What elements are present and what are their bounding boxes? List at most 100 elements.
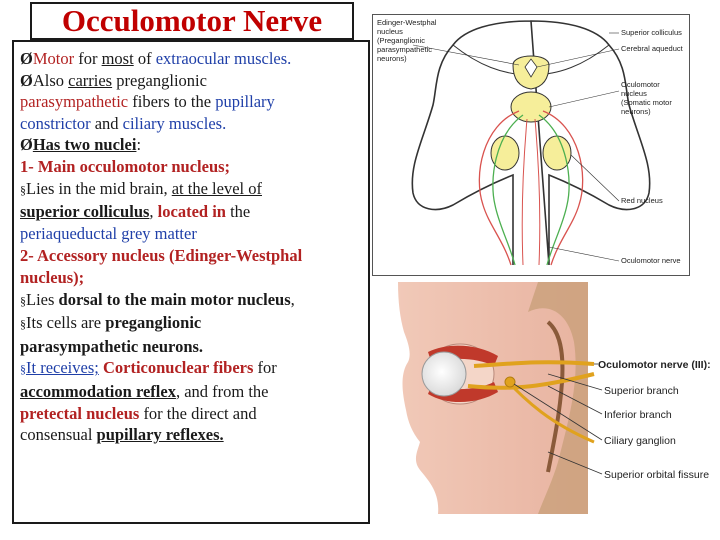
text: pretectal nucleus [20,403,140,423]
text: the [225,202,251,222]
square-bullet-icon: § [20,182,26,197]
oculomotor-nucleus [510,91,552,123]
ca-leader-line [536,48,620,68]
line-16: accommodation reflex, and from the [20,381,368,403]
ew-label-5: neurons) [377,54,407,63]
text: of [133,49,156,68]
text: preganglionic [105,313,202,333]
line-10: 2- Accessory nucleus (Edinger-Westphal [20,245,368,267]
text: for the direct and [139,403,257,423]
line-5: ØHas two nuclei: [20,134,368,156]
text: located in [157,202,226,222]
eyeball [421,351,467,397]
text: Motor [32,49,75,68]
text: carries [68,70,113,90]
arrow-bullet-icon: Ø [20,49,33,68]
text: for [253,358,277,378]
head-profile [398,282,588,514]
text: consensual [20,425,97,445]
text: It receives; [26,358,99,378]
nerve-fiber-mid-left [521,118,528,266]
text: Lies [26,289,59,309]
text: constrictor [20,113,91,133]
text: pupillary [215,92,275,112]
ew-label-1: Edinger-Westphal [377,18,437,27]
inferior-branch-label: Inferior branch [604,409,672,421]
inferior-branch-nerve [467,372,595,390]
text: preganglionic [112,70,207,90]
square-bullet-icon: § [20,293,26,308]
l4-leader [513,383,603,441]
l3-leader [547,385,603,415]
ciliary-ganglion [504,376,516,388]
text: 2- Accessory nucleus (Edinger-Westphal [20,246,303,266]
text: extraocular muscles. [155,49,292,68]
text: , [149,202,158,222]
ca-label: Cerebral aqueduct [621,44,684,53]
square-bullet-icon: § [20,317,26,332]
line-17: pretectal nucleus for the direct and [20,403,368,425]
line-12: §Lies dorsal to the main motor nucleus, [20,289,368,313]
line-6: 1- Main occulomotor nucleus; [20,156,368,178]
text: parasympathetic neurons. [20,336,204,356]
line-18: consensual pupillary reflexes. [20,424,368,446]
on-label-1: Oculomotor [621,80,660,89]
l5-leader [547,451,603,475]
midbrain-outline [411,20,651,266]
text: ciliary muscles. [122,113,227,133]
text: fibers to the [128,92,216,112]
oculomotor-nerve-label: Oculomotor nerve (III): [598,359,711,371]
line-4: constrictor and ciliary muscles. [20,113,368,135]
text: accommodation reflex [20,381,176,401]
text: most [101,49,134,68]
line-11: nucleus); [20,267,368,289]
on-label-3: (Somatic motor [621,98,672,107]
title-box: Occulomotor Nerve [30,2,354,40]
text: , and from the [175,381,269,401]
nerve-fiber-right-inner [538,114,570,266]
ew-label-4: parasympathetic [377,45,432,54]
on-label-2: nucleus [621,89,647,98]
square-bullet-icon: § [20,362,26,377]
text: pupillary reflexes. [96,425,224,445]
rn-label: Red nucleus [621,196,663,205]
midbrain-svg: Edinger-Westphal nucleus (Preganglionic … [377,18,684,266]
nerve-fiber-left-inner [492,114,524,266]
superior-branch-nerve [473,360,595,368]
line-8: superior colliculus, located in the [20,201,368,223]
rn-leader-line [570,154,620,202]
on-label-4: neurons) [621,107,651,116]
text: Corticonuclear fibers [98,358,254,378]
orbit-illustration: Oculomotor nerve (III): Superior branch … [398,282,718,514]
orbit-svg: Oculomotor nerve (III): Superior branch … [398,282,711,514]
ew-label-2: nucleus [377,27,403,36]
text: , [290,289,295,309]
line-9: periaqueductal grey matter [20,223,368,245]
l2-leader [547,373,603,391]
text: Lies in the mid brain, [26,178,172,198]
midbrain-diagram: Edinger-Westphal nucleus (Preganglionic … [372,14,690,276]
line-14: parasympathetic neurons. [20,336,368,358]
line-1: ØMotor for most of extraocular muscles. [20,48,368,70]
line-13: §Its cells are preganglionic [20,312,368,336]
superior-muscle [428,345,498,366]
ciliary-ganglion-label: Ciliary ganglion [604,435,676,447]
arrow-bullet-icon: Ø [20,70,33,90]
line-2: ØAlso carries preganglionic [20,70,368,92]
ciliary-nerve [506,380,595,444]
text: Its cells are [26,313,106,333]
text: dorsal to the main motor nucleus [58,289,291,309]
text: : [136,135,142,155]
sc-label: Superior colliculus [621,28,682,37]
text: for [74,49,102,68]
text: periaqueductal grey matter [20,223,197,243]
text: nucleus); [20,267,85,287]
text: superior colliculus [20,202,150,222]
text: 1- Main occulomotor nucleus; [20,156,231,176]
line-3: parasympathetic fibers to the pupillary [20,91,368,113]
on-leader-line [548,90,620,108]
nerve-fiber-right-outer [542,110,584,266]
superior-orbital-fissure-label: Superior orbital fissure [604,469,709,481]
skull-bone [528,282,588,514]
onerve-leader-line [548,246,620,262]
